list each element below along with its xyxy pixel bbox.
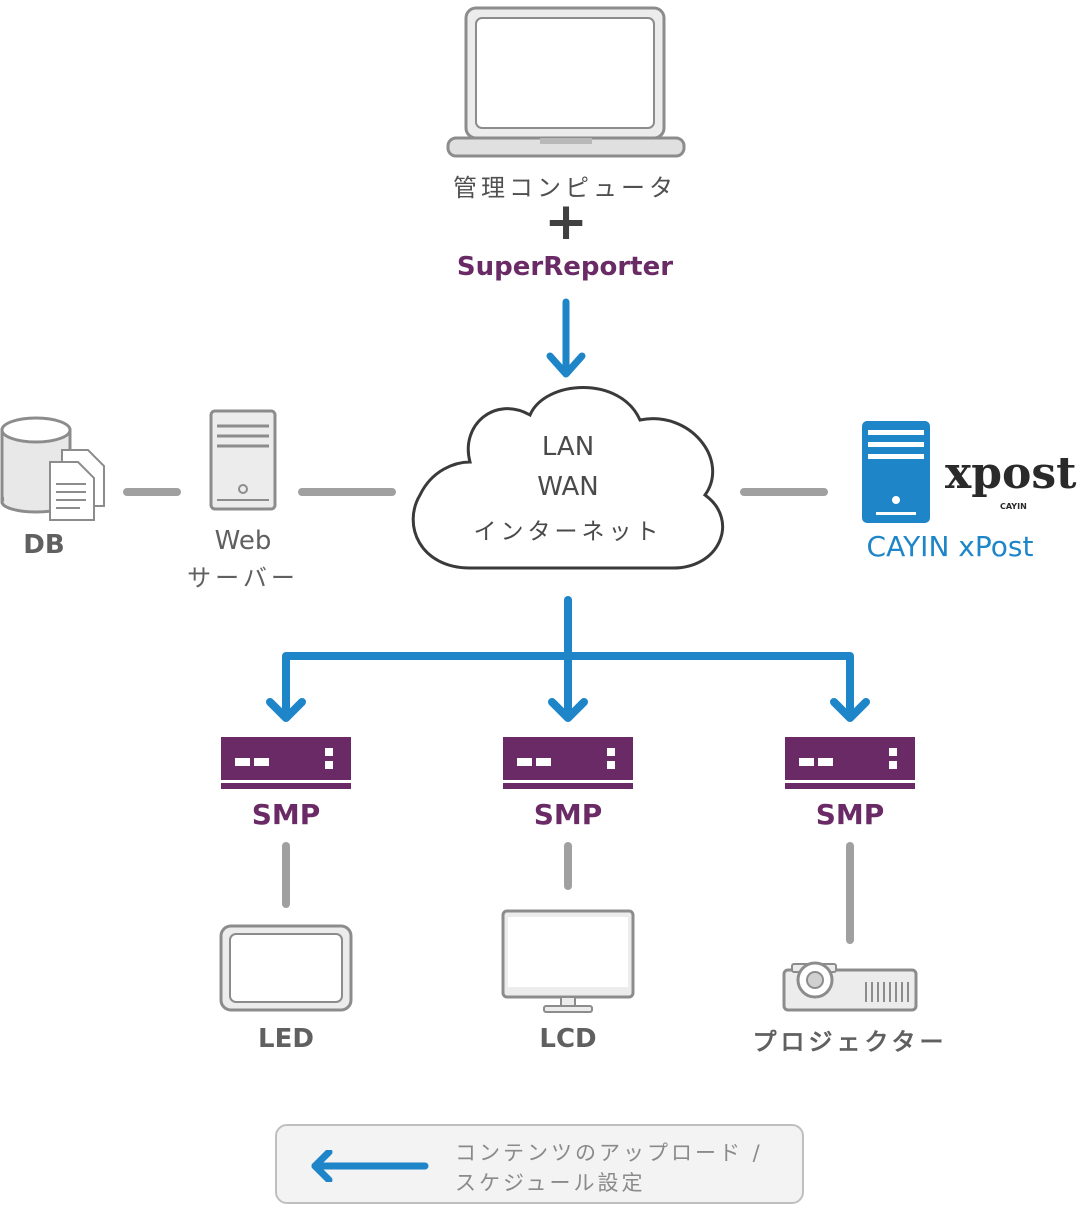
superreporter-label: SuperReporter [456,252,674,282]
smp-device-icon [785,737,915,789]
smp-label: SMP [251,798,321,831]
network-lan-label: LAN [541,432,595,462]
led-label: LED [258,1024,314,1054]
lcd-label: LCD [539,1024,597,1054]
cayin-xpost-label: CAYIN xPost [866,530,1034,563]
led-panel-icon [219,924,353,1012]
laptop-icon [446,6,686,158]
connector-lines [123,488,854,944]
db-label: DB [23,530,65,560]
server-icon [209,409,277,511]
projector-icon [782,961,918,1012]
legend-line-1: コンテンツのアップロード / [455,1141,763,1165]
upload-arrow-down [546,298,586,378]
legend-text: コンテンツのアップロード / スケジュール設定 [455,1138,763,1198]
legend-arrow-icon [311,1150,429,1182]
cayin-server-icon [862,421,930,523]
cloud-icon [411,386,724,570]
network-internet-label: インターネット [473,519,663,545]
distribution-arrows [266,596,870,722]
database-icon [0,416,105,521]
admin-computer-label: 管理コンピュータ [453,174,677,202]
smp-device-icon [221,737,351,789]
projector-label: プロジェクター [752,1028,948,1056]
web-server-label: Web [214,526,272,556]
legend-line-2: スケジュール設定 [455,1171,646,1195]
legend-box: コンテンツのアップロード / スケジュール設定 [275,1124,804,1204]
smp-label: SMP [533,798,603,831]
plus-icon: + [544,192,588,252]
smp-device-icon [503,737,633,789]
web-server-label-jp: サーバー [187,564,299,592]
xpost-logo: xpost [945,448,1077,499]
xpost-logo-sub: CAYIN [1000,502,1027,511]
network-wan-label: WAN [537,472,599,502]
smp-label: SMP [815,798,885,831]
lcd-monitor-icon [501,909,635,1013]
